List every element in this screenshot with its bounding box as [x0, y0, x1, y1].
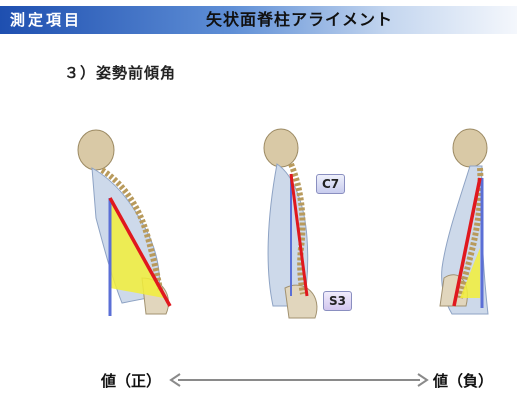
header-bar: 測定項目 矢状面脊柱アライメント — [0, 6, 517, 34]
double-arrow-icon — [168, 372, 430, 388]
c7-marker: C7 — [316, 174, 345, 194]
header-tag: 測定項目 — [10, 9, 82, 31]
backward-tilt-figure — [410, 128, 517, 338]
tilt-scale: 値（正） 値（負） — [0, 368, 517, 394]
positive-value-label: 値（正） — [101, 370, 161, 391]
forward-tilt-figure — [62, 128, 182, 338]
negative-value-label: 値（負） — [433, 370, 493, 391]
page-title: 矢状面脊柱アライメント — [206, 9, 393, 31]
s3-marker: S3 — [323, 291, 352, 311]
section-heading: ３）姿勢前傾角 — [64, 62, 176, 83]
